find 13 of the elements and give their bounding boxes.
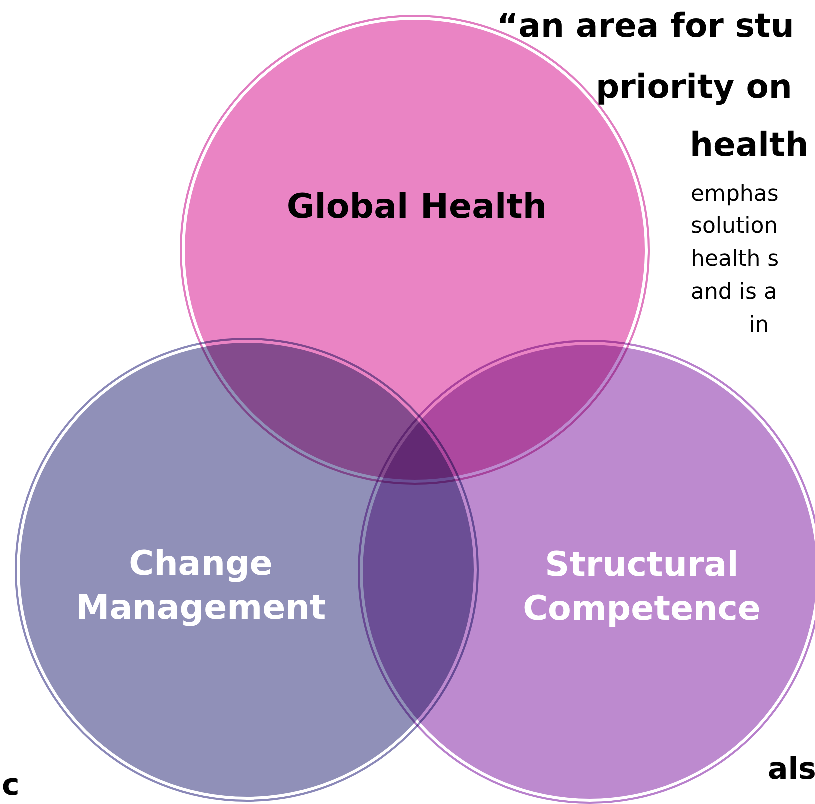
text-fragment: c — [2, 768, 20, 803]
text-fragment: “an area for stu — [497, 6, 794, 45]
text-fragment: health — [690, 125, 809, 164]
text-fragment: and is a — [691, 280, 778, 305]
text-fragment: health s — [691, 247, 780, 272]
circle-label: Global Health — [286, 186, 548, 229]
text-fragment: als — [768, 752, 815, 787]
circle-label: Structural Competence — [522, 544, 762, 632]
text-fragment: solution — [691, 214, 778, 239]
text-fragment: in — [749, 313, 770, 338]
circle-label: Change Management — [74, 543, 328, 630]
text-fragment: priority on — [596, 67, 792, 106]
text-fragment: emphas — [691, 182, 779, 207]
